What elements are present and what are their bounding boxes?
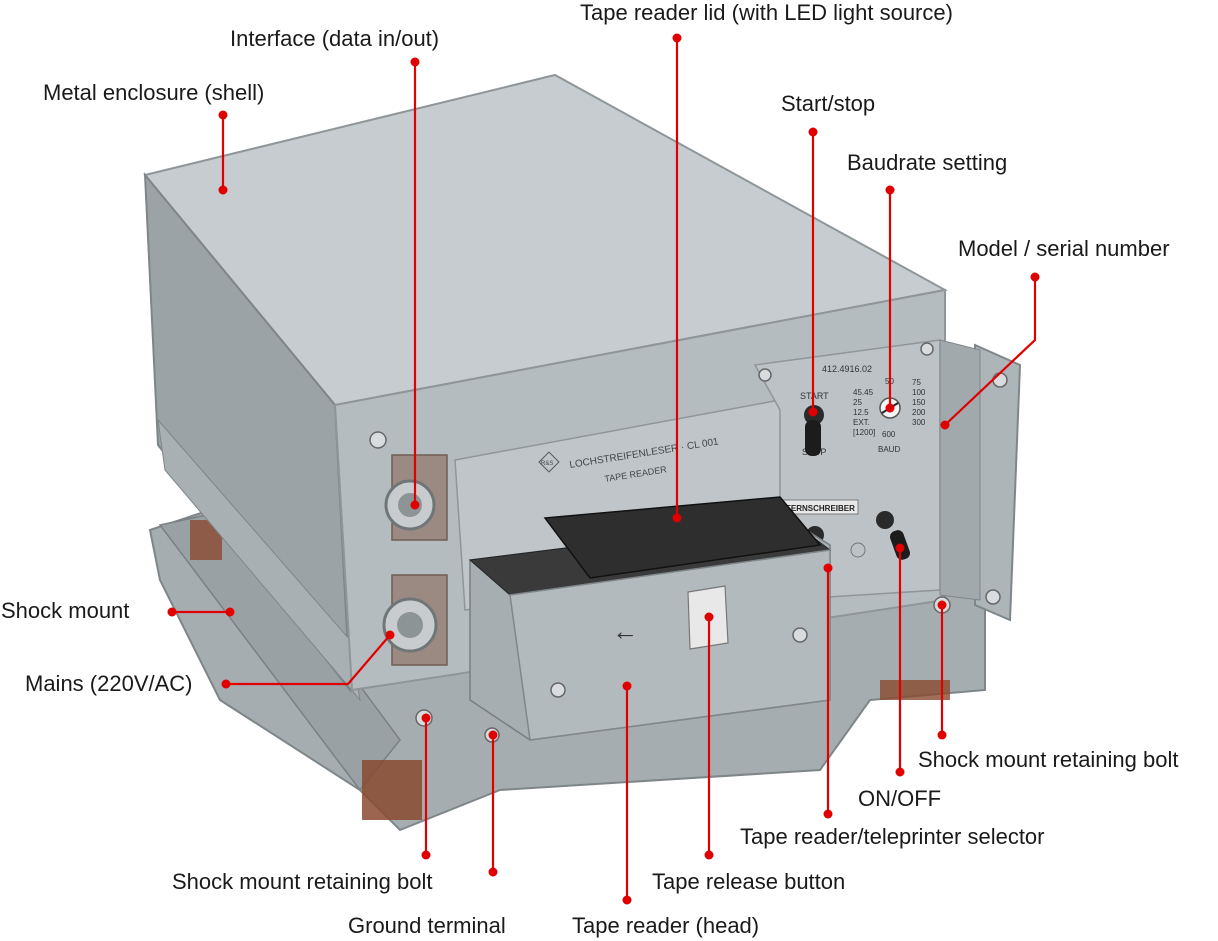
- dot: [488, 867, 498, 877]
- dot: [218, 185, 228, 195]
- dot: [167, 607, 177, 617]
- dot: [672, 33, 682, 43]
- tape-direction-arrow: ←: [612, 616, 638, 646]
- dot: [704, 850, 714, 860]
- rubber-pad-left: [362, 760, 422, 820]
- dot: [622, 681, 632, 691]
- logo-diamond: [538, 451, 560, 473]
- dot: [221, 679, 231, 689]
- baud-right-4: 300: [912, 418, 926, 427]
- start-text: START: [800, 391, 829, 401]
- screw: [920, 342, 934, 356]
- tape-reader-lid[interactable]: [543, 496, 822, 579]
- label-startstop: Start/stop: [781, 91, 876, 116]
- leader-mains: [226, 634, 391, 686]
- baud-right-3: 200: [912, 408, 926, 417]
- label-onoff: ON/OFF: [858, 786, 942, 811]
- label-ground: Ground terminal: [348, 913, 506, 938]
- screw: [550, 682, 566, 698]
- screw: [985, 589, 1001, 605]
- dot: [488, 730, 498, 740]
- label-model: Model / serial number: [958, 236, 1170, 261]
- dot: [410, 57, 420, 67]
- label-lid: Tape reader lid (with LED light source): [580, 0, 953, 25]
- dot: [937, 600, 947, 610]
- enclosure-side: [143, 172, 352, 694]
- dot: [421, 850, 431, 860]
- dot: [885, 185, 895, 195]
- dot: [823, 563, 833, 573]
- fernschreiber-text: FERNSCHREIBER: [786, 504, 855, 513]
- rubber-pad-right: [880, 680, 950, 700]
- baud-bottom: 600: [882, 430, 896, 439]
- baud-left-4: [1200]: [853, 428, 875, 437]
- leader-lines: [172, 38, 1037, 900]
- screw: [992, 372, 1008, 388]
- dot: [421, 713, 431, 723]
- dot: [1030, 272, 1040, 282]
- label-mains: Mains (220V/AC): [25, 671, 193, 696]
- indicator-lamp: [850, 542, 866, 558]
- enclosure-lower-side: [157, 418, 361, 702]
- dot: [385, 630, 395, 640]
- baud-left-3: EXT.: [853, 418, 870, 427]
- screw: [792, 627, 808, 643]
- baud-right-0: 75: [912, 378, 921, 387]
- screw: [758, 368, 772, 382]
- dot: [808, 407, 818, 417]
- label-shockmount: Shock mount: [1, 598, 130, 623]
- screw: [369, 431, 387, 449]
- dot: [410, 500, 420, 510]
- dot: [622, 895, 632, 905]
- mains-connector-inner: [397, 612, 423, 638]
- label-selector: Tape reader/teleprinter selector: [740, 824, 1045, 849]
- dot: [895, 767, 905, 777]
- label-retain-right: Shock mount retaining bolt: [918, 747, 1179, 772]
- logo-text: R&S: [541, 461, 553, 467]
- dot: [940, 420, 950, 430]
- baud-left-2: 12.5: [853, 408, 869, 417]
- baud-left-1: 25: [853, 398, 862, 407]
- on-off-switch-base: [876, 511, 894, 529]
- baud-left-0: 45.45: [853, 388, 874, 397]
- model-plate-text: 412.4916.02: [822, 364, 872, 374]
- handle-rod: [939, 339, 981, 601]
- dot: [225, 607, 235, 617]
- dot: [885, 403, 895, 413]
- dot: [823, 809, 833, 819]
- label-interface: Interface (data in/out): [230, 26, 440, 51]
- label-enclosure: Metal enclosure (shell): [43, 80, 265, 105]
- label-release: Tape release button: [652, 869, 846, 894]
- start-stop-toggle[interactable]: [805, 420, 821, 456]
- label-retain-left: Shock mount retaining bolt: [172, 869, 433, 894]
- label-baudrate: Baudrate setting: [847, 150, 1008, 175]
- dot: [808, 127, 818, 137]
- dot: [218, 110, 228, 120]
- dot: [937, 730, 947, 740]
- tape-reader-front: [509, 549, 831, 741]
- baud-right-1: 100: [912, 388, 926, 397]
- dot: [672, 513, 682, 523]
- label-head: Tape reader (head): [572, 913, 760, 938]
- dot: [895, 543, 905, 553]
- baud-title: BAUD: [878, 445, 900, 454]
- baud-right-2: 150: [912, 398, 926, 407]
- leader-dots: [167, 33, 1040, 905]
- dot: [704, 612, 714, 622]
- leader-model: [944, 277, 1037, 426]
